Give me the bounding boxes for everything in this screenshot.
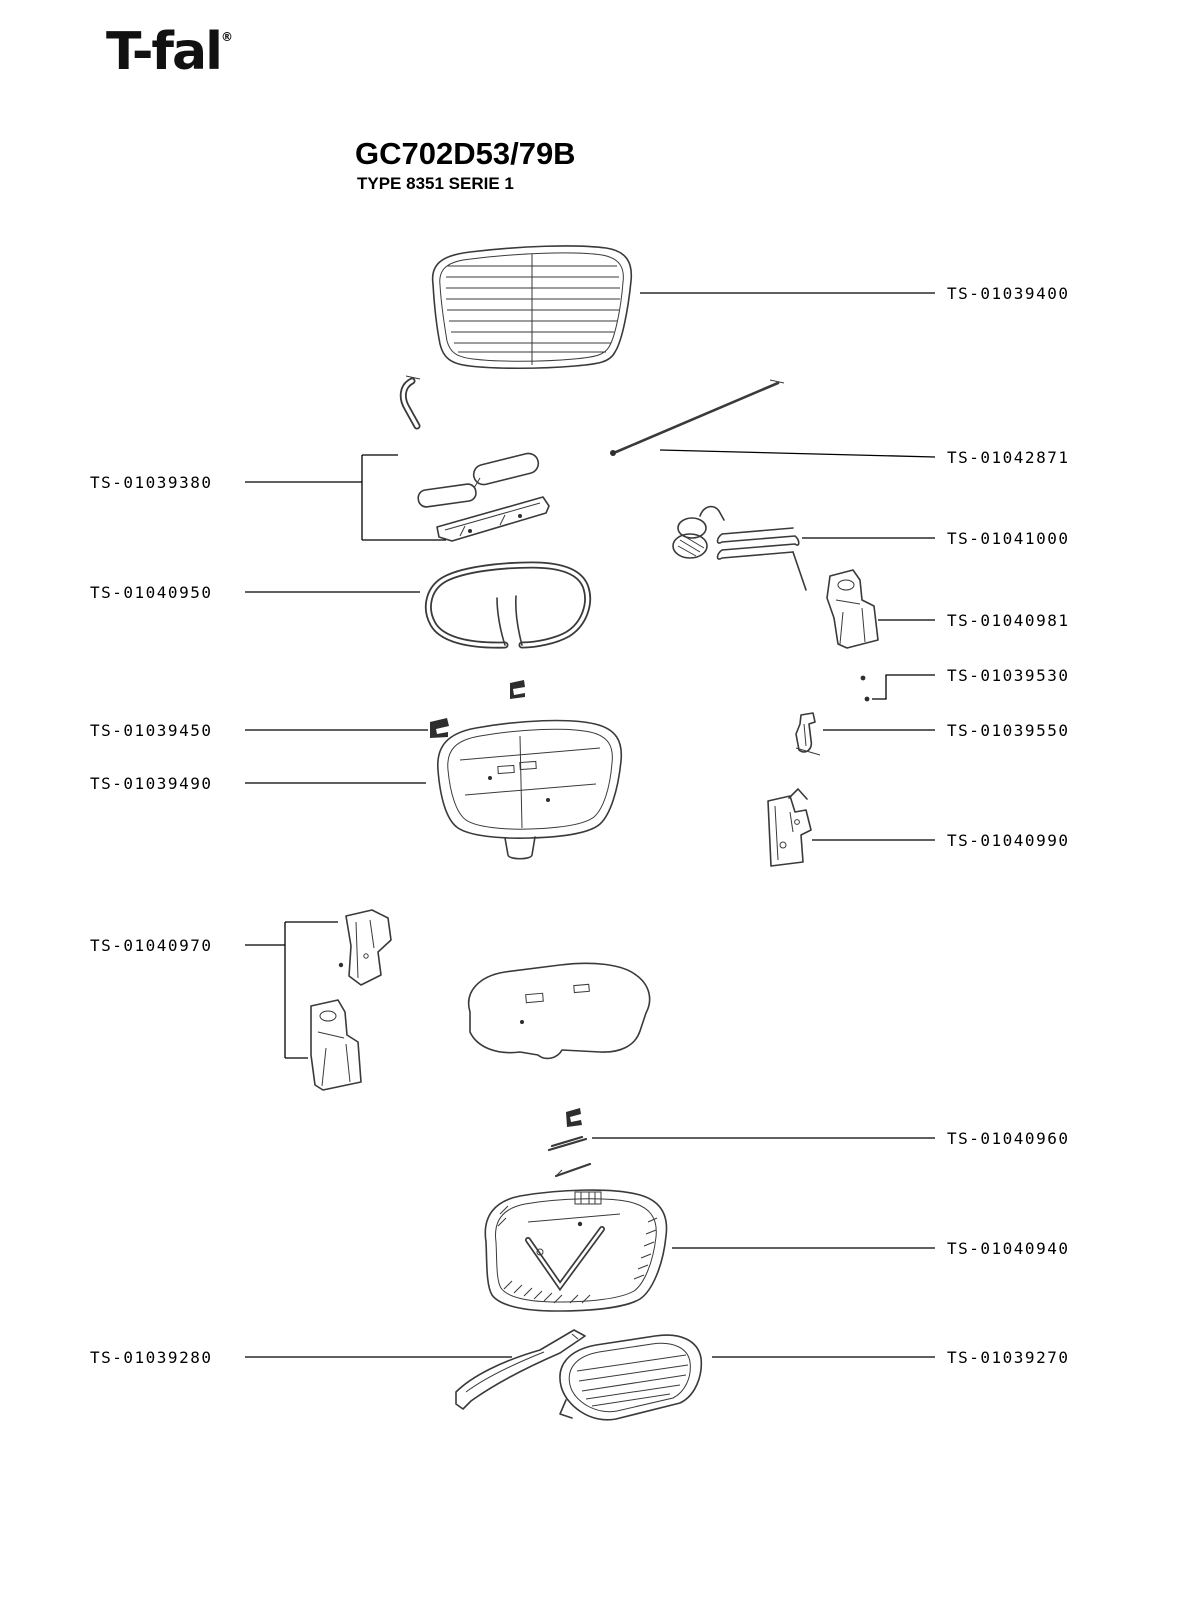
part-label-ts-01040950: TS-01040950 xyxy=(90,583,213,602)
bracket-foot-assembly-drawing xyxy=(310,909,392,1091)
part-label-ts-01040990: TS-01040990 xyxy=(947,831,1070,850)
part-label-ts-01040981: TS-01040981 xyxy=(947,611,1070,630)
part-label-ts-01039530: TS-01039530 xyxy=(947,666,1070,685)
bottom-tray-drawing xyxy=(559,1334,703,1421)
part-label-ts-01039450: TS-01039450 xyxy=(90,721,213,740)
screws-drawing xyxy=(860,675,870,702)
part-label-ts-01039490: TS-01039490 xyxy=(90,774,213,793)
part-label-ts-01039400: TS-01039400 xyxy=(947,284,1070,303)
clip-drawing xyxy=(430,718,449,738)
leader-line-ts-01039530 xyxy=(872,674,935,700)
part-label-ts-01042871: TS-01042871 xyxy=(947,448,1070,467)
part-label-ts-01040940: TS-01040940 xyxy=(947,1239,1070,1258)
brand-logo: T-fal® xyxy=(106,22,233,82)
screw-pins-drawing xyxy=(547,1108,592,1178)
part-label-ts-01039550: TS-01039550 xyxy=(947,721,1070,740)
frame-plate-drawing xyxy=(437,719,623,860)
part-label-ts-01040960: TS-01040960 xyxy=(947,1129,1070,1148)
bracket-drawing xyxy=(767,788,812,867)
part-label-ts-01040970: TS-01040970 xyxy=(90,936,213,955)
base-housing-drawing xyxy=(484,1189,668,1312)
hook-tube-drawing xyxy=(399,375,421,430)
thermostat-drawing xyxy=(672,505,807,591)
leader-line-ts-01040970 xyxy=(245,921,338,1059)
hinge-foot-drawing xyxy=(826,569,879,649)
registered-mark: ® xyxy=(220,30,233,44)
leader-line-ts-01039380 xyxy=(245,454,446,541)
lid-grill-plate-drawing xyxy=(431,245,633,370)
clip-upper-drawing xyxy=(510,680,525,699)
brand-logo-text: T-fal xyxy=(106,22,223,82)
handle-assembly-drawing xyxy=(417,452,550,542)
leader-line-ts-01042871 xyxy=(659,449,936,458)
part-label-ts-01041000: TS-01041000 xyxy=(947,529,1070,548)
model-subtitle: TYPE 8351 SERIE 1 xyxy=(357,174,514,193)
leader-lines xyxy=(245,292,936,1358)
part-label-ts-01039380: TS-01039380 xyxy=(90,473,213,492)
bottom-strip-drawing xyxy=(455,1329,586,1410)
latch-drawing xyxy=(795,712,821,756)
reflector-plate-drawing xyxy=(467,962,651,1060)
part-label-ts-01039280: TS-01039280 xyxy=(90,1348,213,1367)
heating-element-drawing xyxy=(424,561,592,649)
part-label-ts-01039270: TS-01039270 xyxy=(947,1348,1070,1367)
long-rod-drawing xyxy=(610,379,785,456)
model-title: GC702D53/79B xyxy=(355,136,576,171)
